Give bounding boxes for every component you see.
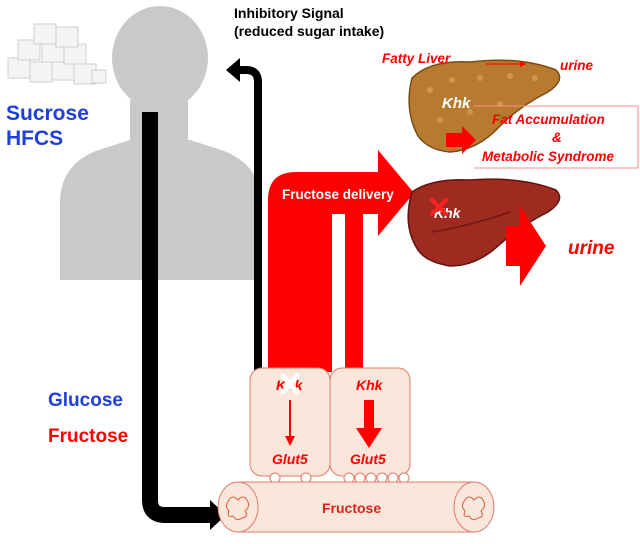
inhibitory-arrowhead [226,58,240,82]
metabolic-syndrome-label: Metabolic Syndrome [482,149,615,164]
glut5-left-arrowhead [285,436,295,446]
glut5-left-label: Glut5 [272,451,308,467]
fructose-label: Fructose [48,426,128,447]
glut5-right-arrowhead [356,428,382,448]
fat-accumulation-arrow [446,126,476,154]
sugar-cubes-icon [7,23,107,85]
fatty-liver-label: Fatty Liver [382,51,451,66]
sucrose-label: Sucrose [6,102,89,125]
ingestion-arrowhead [210,500,226,530]
fat-accumulation-amp: & [552,130,562,145]
person-silhouette-icon [60,6,262,280]
fructose-delivery-arrow [268,150,414,374]
glut5-right-label: Glut5 [350,451,386,467]
khk-liver-label: Khk [442,95,471,112]
urine-top-label: urine [560,58,593,73]
khk-cell-right-label: Khk [356,377,384,393]
glucose-label: Glucose [48,390,123,411]
inhibitory-signal-arrow [238,66,262,372]
urine-top-arrowhead [520,61,526,67]
hfcs-label: HFCS [6,127,63,150]
inhibitory-signal-sublabel: (reduced sugar intake) [234,23,384,39]
knockout-x-icon [430,198,448,216]
glut5-right-arrow [364,400,374,430]
fat-accumulation-label: Fat Accumulation [492,112,605,127]
inhibitory-signal-label: Inhibitory Signal [234,5,344,21]
ingestion-arrow [142,112,212,523]
intestine-tube [217,481,495,533]
fructose-intestine-label: Fructose [322,500,381,516]
fat-accumulation-box [474,105,639,169]
urine-label: urine [568,238,615,259]
urine-arrow [506,206,546,286]
knockout-x-cell-icon [280,373,300,395]
fructose-delivery-label: Fructose delivery [282,187,394,202]
